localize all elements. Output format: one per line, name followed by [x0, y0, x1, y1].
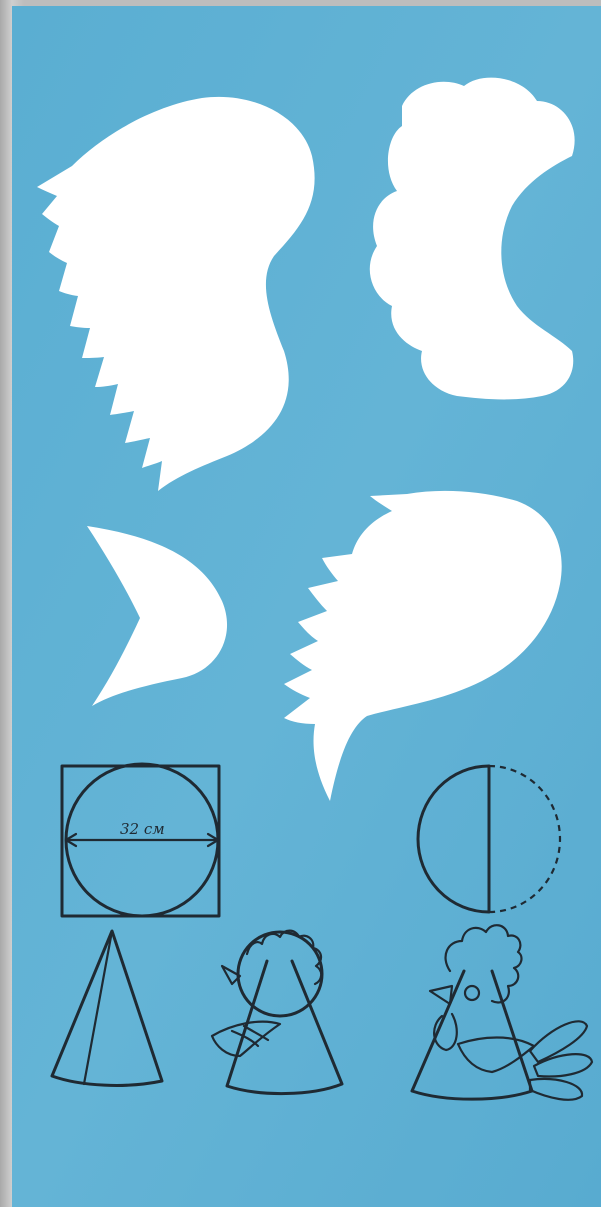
craft-sheet: 32 см [12, 6, 601, 1207]
diagram-canvas: 32 см [12, 6, 601, 1207]
diameter-label: 32 см [120, 820, 165, 838]
